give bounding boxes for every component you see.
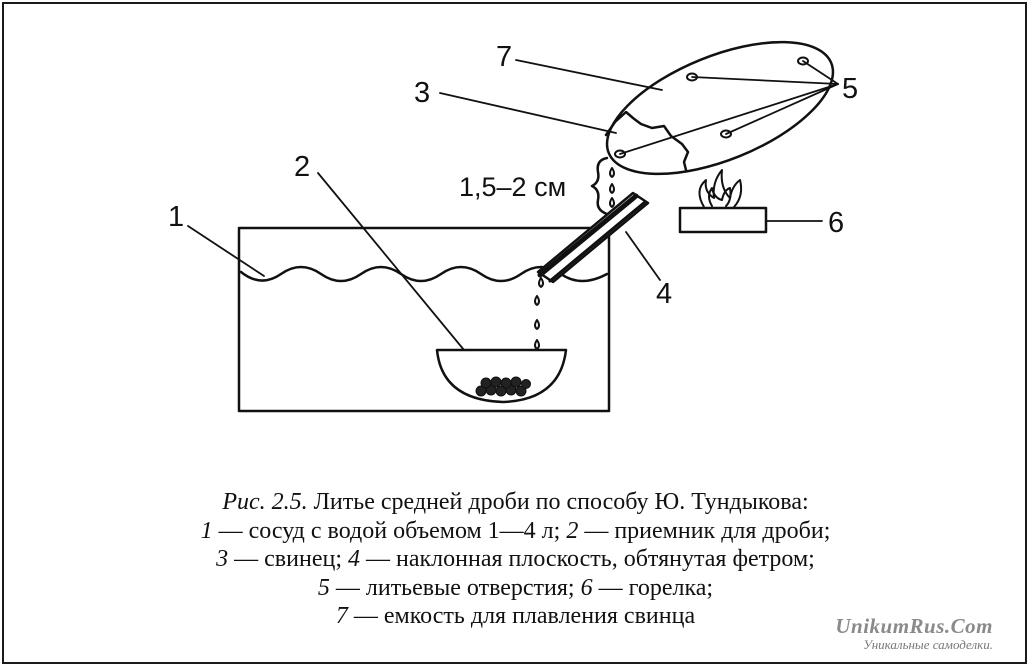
legend-text-3: — свинец;: [228, 546, 348, 572]
legend-num-2: 2: [566, 517, 579, 544]
legend-text-7: — емкость для плавления свинца: [347, 603, 696, 629]
lead-region: [604, 110, 690, 172]
leader-lines: [187, 59, 839, 351]
legend-num-7: 7: [335, 603, 348, 629]
caption-title-line: Рис. 2.5. Литье средней дроби по способу…: [0, 488, 1031, 517]
label-5: 5: [842, 73, 858, 105]
burner: [678, 206, 768, 234]
label-2: 2: [294, 151, 310, 183]
figure-caption: Рис. 2.5. Литье средней дроби по способу…: [0, 488, 1031, 631]
caption-line-2: 1 — сосуд с водой объемом 1—4 л; 2 — при…: [0, 517, 1031, 546]
legend-text-2: — приемник для дроби;: [578, 517, 831, 544]
legend-num-3: 3: [216, 546, 229, 572]
label-3: 3: [414, 77, 430, 109]
water-surface: [239, 265, 609, 283]
legend-text-6: — горелка;: [592, 574, 714, 601]
legend-text-4: — наклонная плоскость, обтянутая фетром;: [360, 546, 815, 572]
caption-fig-number: Рис. 2.5.: [222, 489, 308, 515]
lead-shot-pellets: [475, 376, 531, 397]
label-7: 7: [496, 41, 512, 73]
watermark-site: UnikumRus.Com: [835, 614, 993, 638]
label-4: 4: [656, 278, 672, 310]
shot-receiver-bowl: [435, 348, 568, 404]
water-vessel: [237, 226, 611, 413]
label-6: 6: [828, 207, 844, 239]
dimension-bracket: [590, 156, 609, 216]
caption-line-3: 3 — свинец; 4 — наклонная плоскость, обт…: [0, 545, 1031, 574]
caption-title: Литье средней дроби по способу Ю. Тундык…: [307, 489, 809, 515]
label-1: 1: [168, 201, 184, 233]
watermark: UnikumRus.Com Уникальные самоделки.: [835, 614, 993, 653]
caption-line-4: 5 — литьевые отверстия; 6 — горелка;: [0, 574, 1031, 603]
caption-line-5: 7 — емкость для плавления свинца: [0, 602, 1031, 631]
legend-num-6: 6: [580, 574, 593, 601]
falling-drops: [534, 277, 544, 350]
legend-text-5: — литьевые отверстия;: [329, 574, 581, 601]
watermark-tagline: Уникальные самоделки.: [863, 637, 993, 652]
dimension-label: 1,5–2 см: [459, 172, 566, 202]
legend-num-1: 1: [200, 517, 213, 544]
legend-num-4: 4: [348, 546, 360, 572]
inclined-felt-plane: [536, 191, 650, 284]
drops-on-plane: [609, 167, 615, 208]
burner-flame: [698, 169, 743, 208]
legend-text-1: — сосуд с водой объемом 1—4 л;: [212, 517, 567, 544]
shot-casting-diagram: 1 2 3 7 5 6 4 1,5–2 см: [168, 40, 858, 413]
legend-num-5: 5: [317, 574, 330, 601]
